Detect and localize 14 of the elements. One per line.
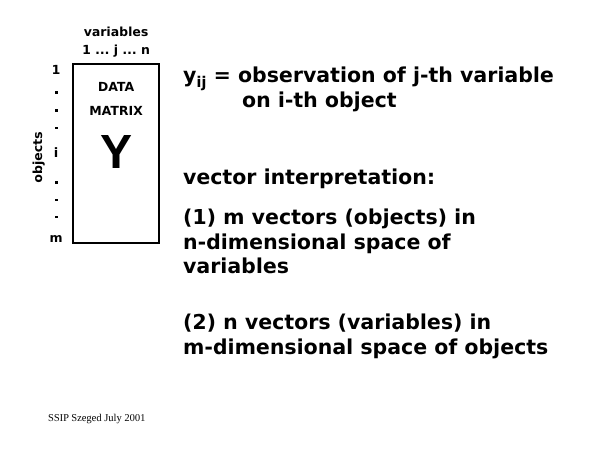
definition-text: y$_{ij}$ = observation of j-th variable on i-th object: [183, 63, 555, 112]
matrix-symbol: Y: [98, 129, 133, 177]
row-index-label: i: [52, 146, 60, 162]
column-header-label: variables: [82, 24, 150, 40]
list-item-text: (1) m vectors (objects) in n-dimensional space of variables: [183, 205, 477, 278]
footer-note: SSIP Szeged July 2001: [48, 412, 146, 426]
section-heading: vector interpretation:: [183, 165, 436, 190]
box-title: DATA MATRIX: [88, 78, 144, 120]
row-index-label: 1: [50, 62, 62, 78]
data-matrix-box: [72, 63, 160, 244]
row-header-label: objects: [30, 131, 46, 183]
list-item-text: (2) n vectors (variables) in m-dimensional space of objects: [183, 310, 550, 359]
column-index-label: 1 ... j ... n: [81, 42, 151, 58]
row-index-label: m: [48, 230, 64, 246]
